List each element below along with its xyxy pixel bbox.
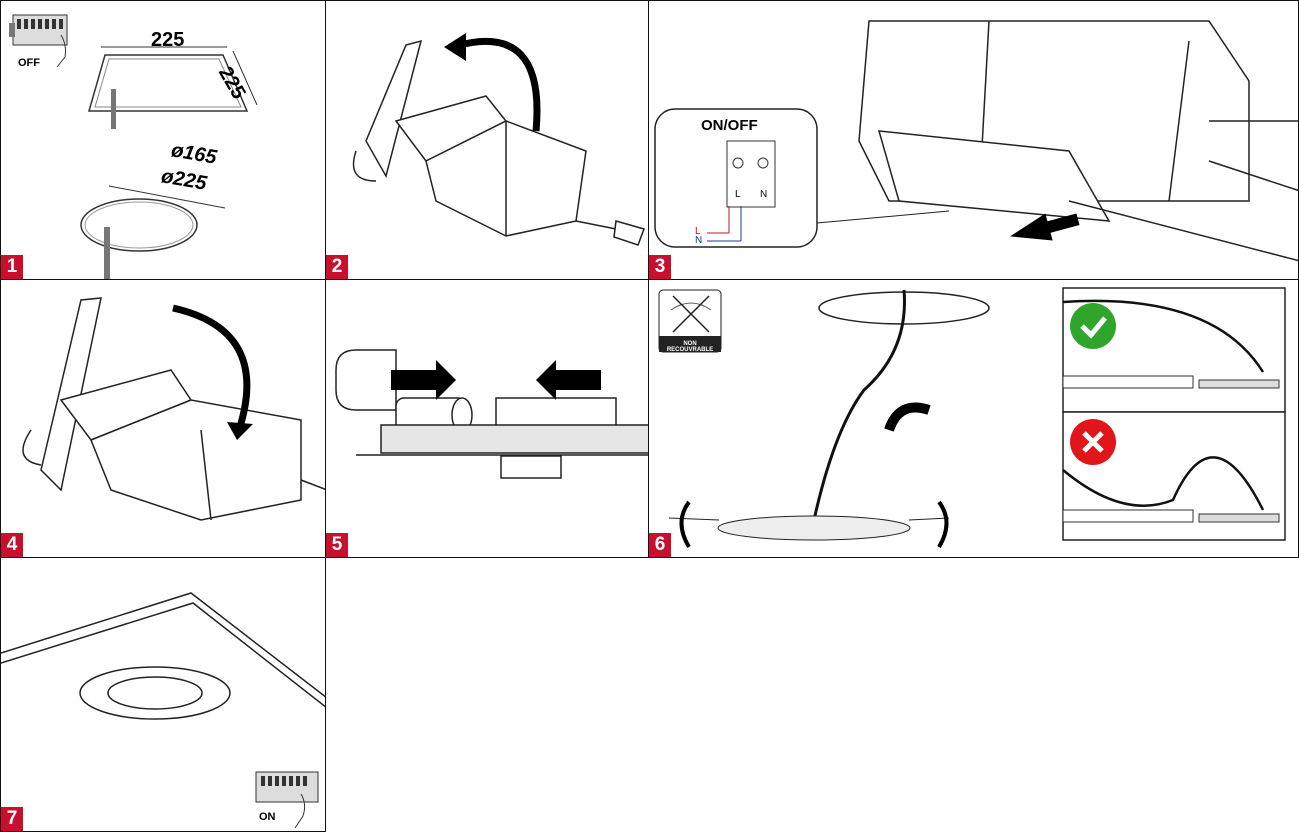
step-4-illustration: [22, 297, 325, 521]
insert-arrow-icon: [1010, 213, 1080, 241]
step-number-badge: 4: [1, 533, 23, 557]
square-width-label: 225: [151, 29, 185, 51]
step-5-illustration: [335, 349, 648, 479]
rotate-arrow-icon: [172, 304, 251, 432]
saw-blade-icon: [104, 227, 110, 279]
non-recouvrable-icon: [658, 289, 722, 353]
step-3-illustration: [654, 20, 1298, 262]
breaker-on-icon: [255, 771, 319, 829]
step-1-panel: OFF 225 225 ø165 ø225 1: [0, 0, 326, 280]
step-7-panel: ON 7: [0, 557, 326, 832]
push-arrow-icon: [884, 402, 931, 432]
step-2-illustration: [352, 33, 645, 246]
breaker-off-icon: [9, 14, 68, 68]
right-rotate-arrow-icon: [937, 500, 949, 549]
step-4-panel: 4: [0, 279, 326, 558]
step-number-badge: 7: [1, 807, 23, 831]
arrow-right-icon: [391, 360, 456, 400]
left-rotate-arrow-icon: [679, 500, 691, 549]
on-label: ON: [259, 811, 276, 823]
step-3-panel: ON/OFF L N L N 3: [648, 0, 1299, 280]
inset-title: ON/OFF: [701, 117, 758, 134]
wire-n-label: N: [695, 235, 703, 246]
round-cutout: [80, 198, 198, 252]
rotate-arrow-icon: [455, 37, 541, 132]
step-2-panel: 2: [325, 0, 649, 280]
non-recouvrable-label: NON RECOUVRABLE: [666, 341, 714, 353]
terminal-l-label: L: [735, 189, 741, 200]
terminal-n-label: N: [760, 189, 768, 200]
step-number-badge: 2: [326, 255, 348, 279]
step-number-badge: 5: [326, 533, 348, 557]
step-7-illustration: [1, 592, 325, 829]
step-number-badge: 1: [1, 255, 23, 279]
step-1-illustration: [9, 14, 258, 279]
square-cutout: [88, 54, 249, 112]
off-label: OFF: [18, 57, 40, 69]
wire-l-label: L: [695, 226, 701, 237]
step-6-illustration: [658, 287, 1286, 549]
saw-blade-icon: [111, 89, 116, 129]
step-6-panel: NON RECOUVRABLE 6: [648, 279, 1299, 558]
step-number-badge: 6: [649, 533, 671, 557]
step-5-panel: 5: [325, 279, 649, 558]
terminal-inset: [654, 108, 950, 248]
step-number-badge: 3: [649, 255, 671, 279]
arrow-left-icon: [536, 360, 601, 400]
check-icon: [1070, 303, 1116, 349]
